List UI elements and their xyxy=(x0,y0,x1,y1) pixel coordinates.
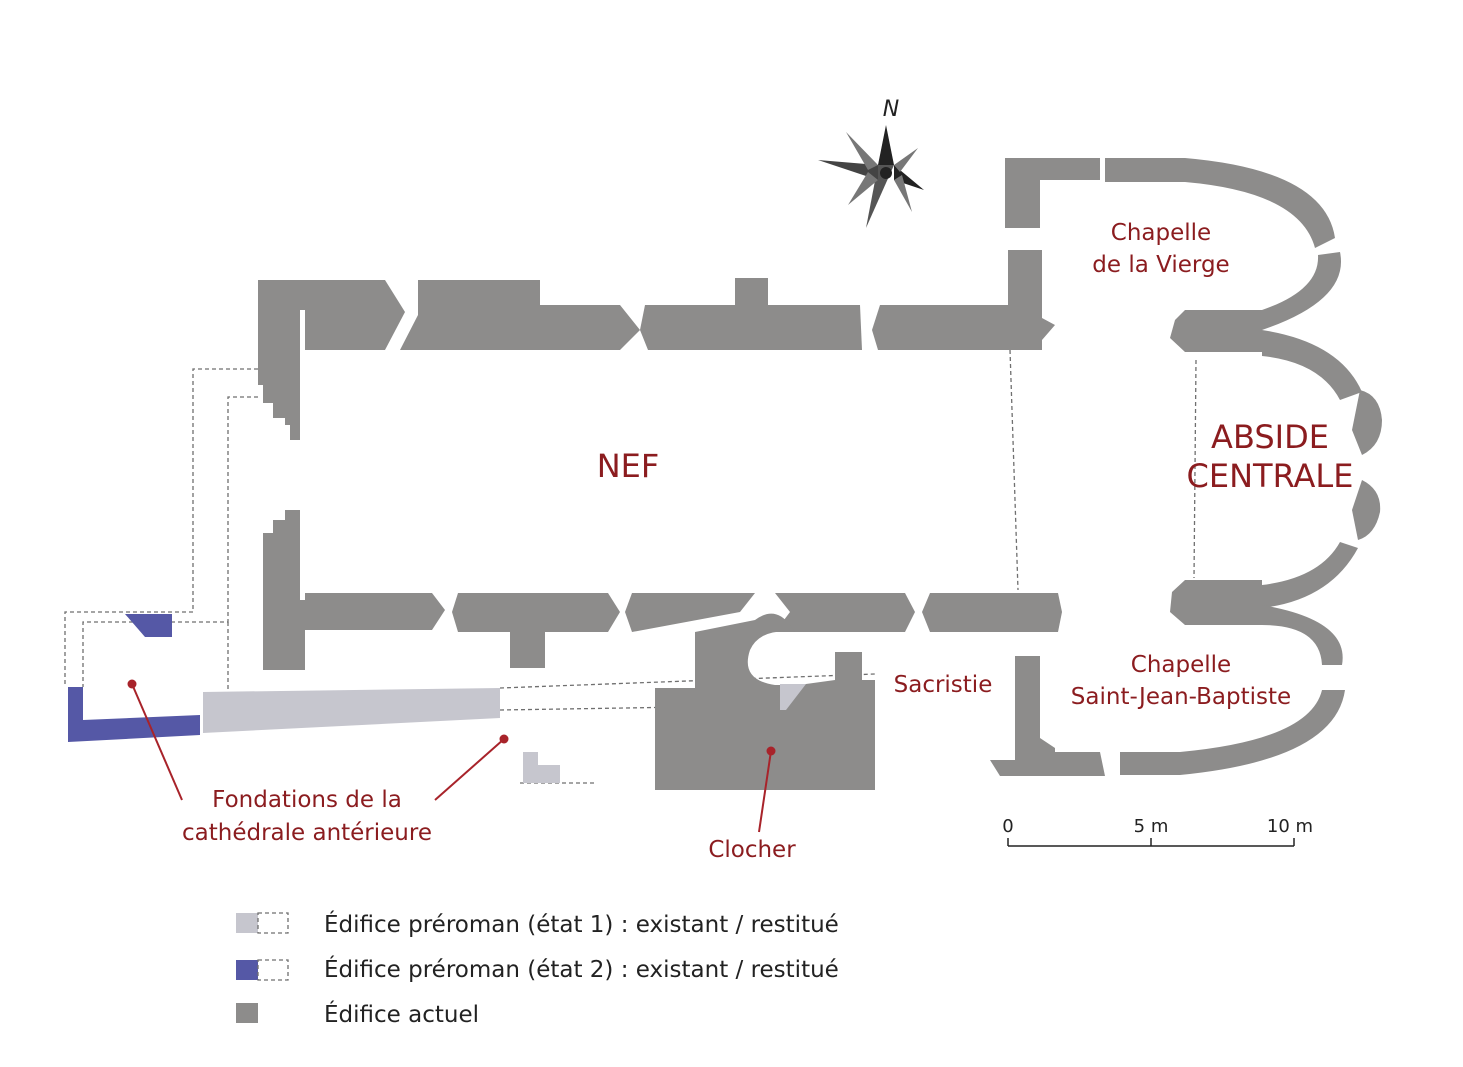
compass-rose-icon: N xyxy=(818,97,924,228)
chapelle-sjb-label-line2: Saint-Jean-Baptiste xyxy=(1071,684,1291,710)
chapelle-vierge-label-line2: de la Vierge xyxy=(1092,252,1229,278)
chapelle-sjb-label-line1: Chapelle xyxy=(1131,652,1231,678)
preroman-state2-walls xyxy=(68,614,200,742)
abside-label-line2: CENTRALE xyxy=(1187,457,1354,495)
legend-swatch-current-icon xyxy=(236,1003,258,1023)
legend: Édifice préroman (état 1) : existant / r… xyxy=(236,910,839,1028)
sacristie-label: Sacristie xyxy=(894,672,993,698)
abside-label-line1: ABSIDE xyxy=(1211,418,1329,456)
chapelle-vierge-label-line1: Chapelle xyxy=(1111,220,1211,246)
clocher-label: Clocher xyxy=(708,837,796,863)
legend-label-state2: Édifice préroman (état 2) : existant / r… xyxy=(324,955,839,983)
legend-item-state2: Édifice préroman (état 2) : existant / r… xyxy=(236,955,839,983)
annotation-leaders xyxy=(127,679,776,833)
current-building-walls xyxy=(258,158,1382,790)
legend-swatch-state2-icon xyxy=(236,960,258,980)
nef-label: NEF xyxy=(597,447,660,485)
scale-tick-10: 10 m xyxy=(1267,816,1313,837)
legend-item-current: Édifice actuel xyxy=(236,1000,479,1028)
fondations-label-line2: cathédrale antérieure xyxy=(182,820,432,846)
scale-bar: 0 5 m 10 m xyxy=(1002,816,1313,847)
legend-swatch-state1-icon xyxy=(236,913,258,933)
legend-label-current: Édifice actuel xyxy=(324,1000,479,1028)
preroman-state1-walls xyxy=(203,684,806,783)
compass-north-label: N xyxy=(883,97,899,122)
scale-tick-5: 5 m xyxy=(1134,816,1169,837)
legend-item-state1: Édifice préroman (état 1) : existant / r… xyxy=(236,910,839,938)
legend-label-state1: Édifice préroman (état 1) : existant / r… xyxy=(324,910,839,938)
fondations-label-line1: Fondations de la xyxy=(212,787,402,813)
scale-tick-0: 0 xyxy=(1002,816,1013,837)
